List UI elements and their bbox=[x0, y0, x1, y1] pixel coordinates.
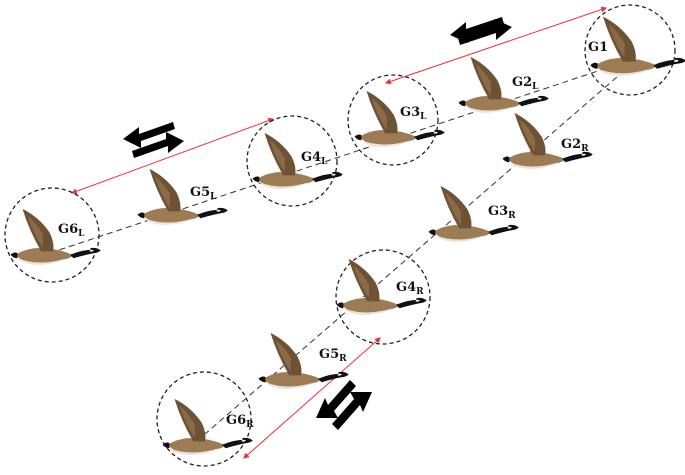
label-g3l: G3L bbox=[400, 105, 427, 122]
circle-g6r bbox=[156, 371, 252, 467]
black-arrow-top-right bbox=[458, 19, 512, 45]
black-arrow-left-right bbox=[132, 132, 184, 158]
circle-g4l bbox=[246, 115, 338, 207]
distance-arrows bbox=[70, 6, 608, 459]
label-g2l: G2L bbox=[512, 75, 539, 92]
black-arrows-top bbox=[450, 17, 512, 45]
label-g5r: G5R bbox=[319, 347, 347, 364]
label-g4r: G4R bbox=[396, 280, 424, 297]
highlight-circles bbox=[4, 4, 676, 467]
label-g6r: G6R bbox=[226, 413, 254, 430]
distance-arrow-g4l-g6l bbox=[70, 117, 275, 195]
right-wing-dashed-line bbox=[189, 63, 633, 448]
circle-g3l bbox=[347, 74, 439, 166]
circle-g6l bbox=[4, 187, 100, 283]
label-g1: G1 bbox=[588, 40, 608, 55]
left-wing-dashed-line bbox=[31, 61, 626, 260]
label-g2r: G2R bbox=[561, 137, 589, 154]
label-g5l: G5L bbox=[190, 185, 217, 202]
formation-lines bbox=[31, 61, 633, 448]
goose-g6l bbox=[10, 208, 101, 265]
label-g4l: G4L bbox=[301, 150, 328, 167]
black-arrow-left-left bbox=[123, 122, 175, 148]
black-arrows-bottom bbox=[316, 380, 372, 430]
label-g3r: G3R bbox=[488, 204, 516, 221]
black-arrow-bottom-left bbox=[316, 380, 356, 418]
circle-g1 bbox=[584, 4, 676, 96]
distance-arrow-g1-g3l bbox=[384, 6, 608, 85]
circle-g4r bbox=[335, 249, 431, 345]
label-g6l: G6L bbox=[58, 222, 85, 239]
distance-arrow-g4r-g6r bbox=[243, 337, 381, 459]
black-arrow-bottom-right bbox=[332, 392, 372, 430]
black-arrows-left bbox=[123, 122, 184, 158]
goose-labels: G1 G2L G3L G4L G5L G6L G2R G3R G4R G5R G… bbox=[58, 40, 608, 430]
goose-g4l bbox=[252, 132, 343, 189]
